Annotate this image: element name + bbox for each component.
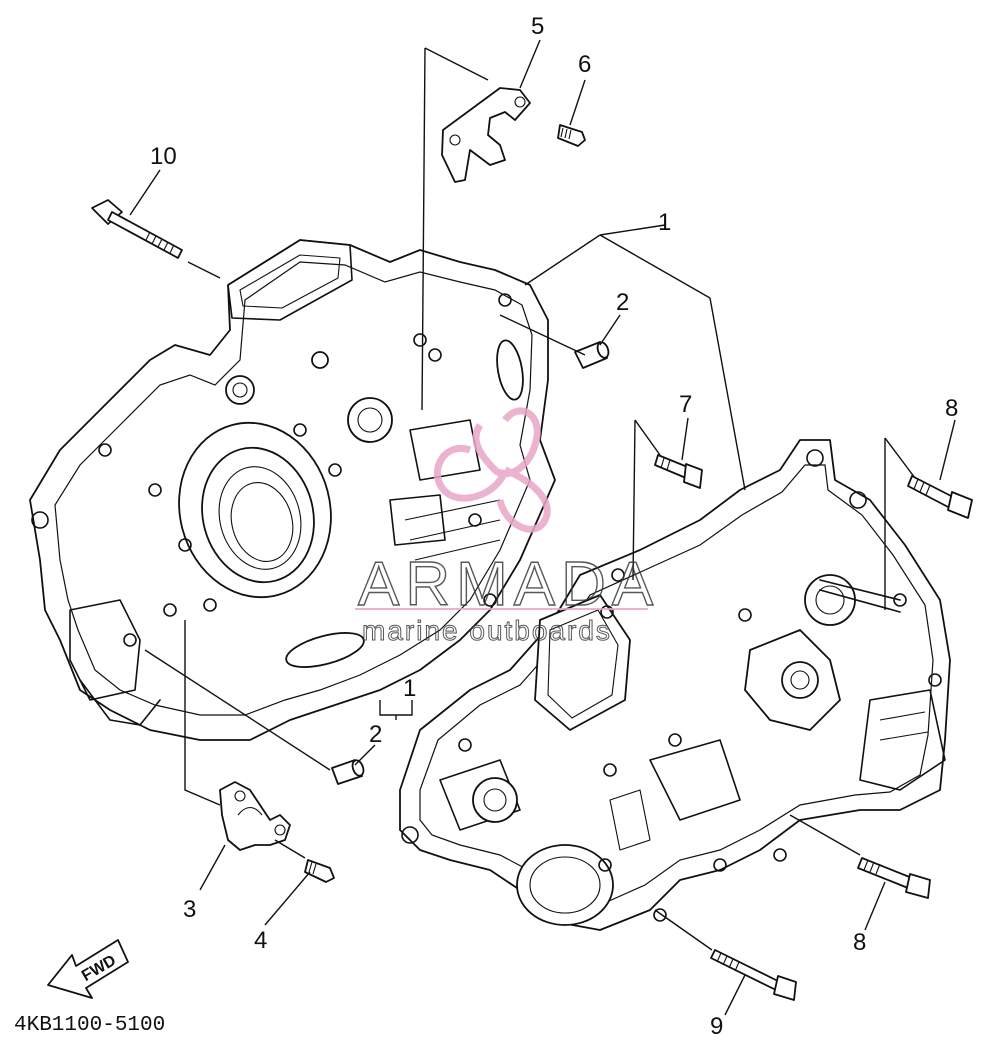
bolt-9 xyxy=(710,949,797,1001)
bolt-long-top-left xyxy=(91,199,183,259)
leader-lines xyxy=(129,39,956,1016)
watermark-title: ARMADA xyxy=(358,550,659,619)
callout-4: 4 xyxy=(254,927,267,954)
callout-2-lower: 2 xyxy=(369,721,382,748)
part-code: 4KB1100-5100 xyxy=(14,1014,165,1037)
bearing-retainer-plate-top xyxy=(441,87,531,183)
left-crankcase xyxy=(29,239,556,741)
callout-9: 9 xyxy=(710,1013,723,1040)
callout-5: 5 xyxy=(531,13,544,40)
watermark: ARMADA marine outboards xyxy=(355,407,659,647)
watermark-subtitle: marine outboards xyxy=(362,615,612,646)
callout-8-lower: 8 xyxy=(853,929,866,956)
right-crankcase xyxy=(399,439,951,931)
callout-6: 6 xyxy=(578,51,591,78)
callout-2-upper: 2 xyxy=(616,289,629,316)
watermark-logo xyxy=(433,407,551,533)
dowel-pin-upper xyxy=(574,341,610,369)
callout-10: 10 xyxy=(150,143,177,170)
screw-bottom xyxy=(304,859,335,883)
callout-1-lower: 1 xyxy=(403,675,416,702)
callout-3: 3 xyxy=(183,896,196,923)
fwd-arrow: FWD xyxy=(47,939,129,999)
screw-top xyxy=(557,124,586,147)
bolt-8-lower xyxy=(857,857,931,899)
callout-8-upper: 8 xyxy=(945,395,958,422)
bearing-retainer-plate-bottom xyxy=(219,781,291,851)
callout-1-upper: 1 xyxy=(658,209,671,236)
dowel-pin-lower xyxy=(331,759,365,785)
callout-7: 7 xyxy=(679,391,692,418)
bolt-8-upper xyxy=(907,475,973,519)
callout-labels: 5 6 10 1 2 7 8 1 2 3 4 8 9 xyxy=(150,13,958,1040)
bolt-7 xyxy=(654,454,703,489)
